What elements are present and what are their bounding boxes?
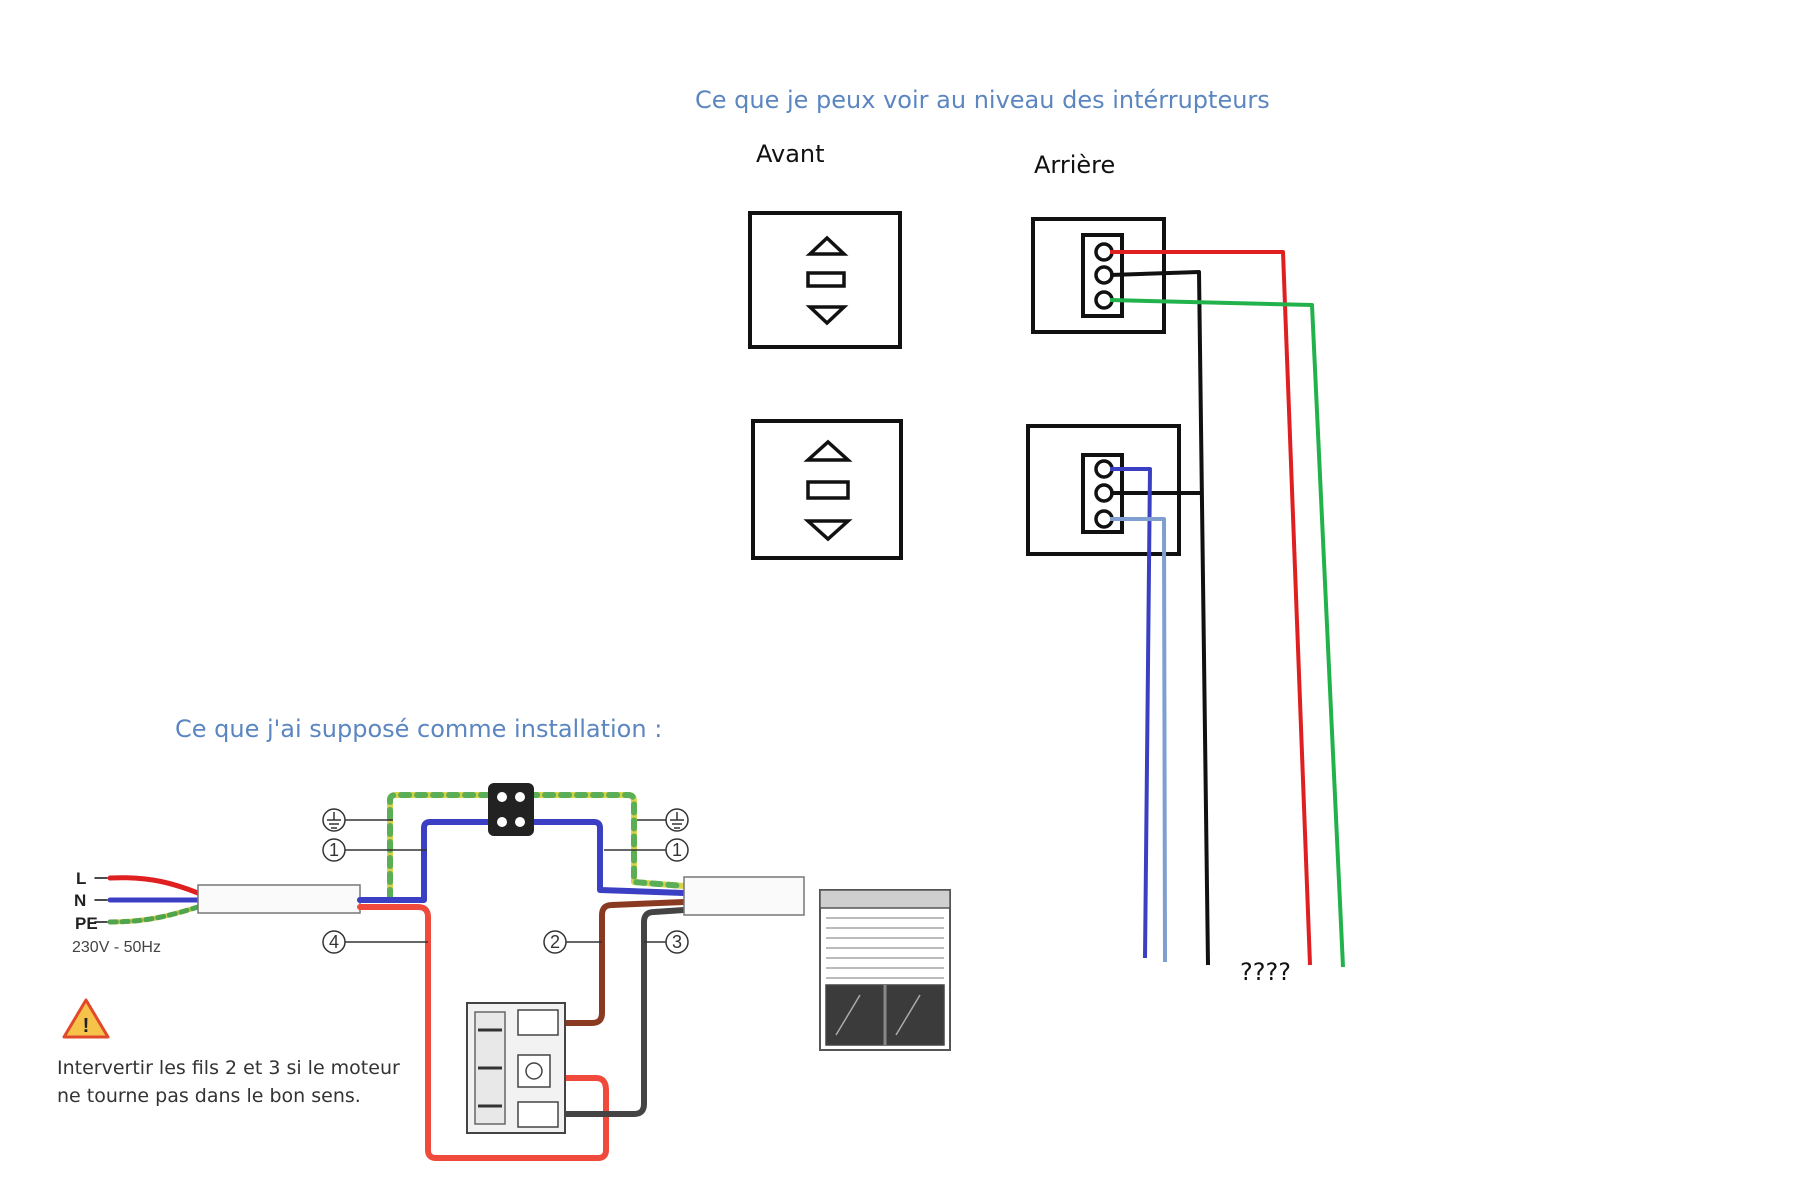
supply-wires bbox=[94, 875, 201, 925]
light-blue-wire bbox=[1110, 517, 1167, 963]
back-switch-bottom bbox=[1026, 424, 1181, 556]
callouts bbox=[345, 819, 666, 943]
arrow-down-icon bbox=[803, 519, 853, 542]
black-wire bbox=[1109, 270, 1210, 966]
svg-text:3: 3 bbox=[672, 932, 682, 952]
earth-icon bbox=[665, 808, 689, 832]
stop-icon bbox=[806, 480, 850, 500]
supply-rating: 230V - 50Hz bbox=[72, 939, 161, 956]
supply-label-pe: PE bbox=[75, 914, 98, 933]
observed-wires bbox=[1109, 250, 1345, 968]
arrow-up-icon bbox=[805, 235, 849, 256]
callout-3: 3 bbox=[665, 930, 689, 954]
motor-cable-sheath bbox=[683, 876, 805, 916]
red-wire bbox=[1110, 250, 1312, 966]
supply-label-l: L bbox=[76, 869, 86, 888]
supply-label-n: N bbox=[74, 891, 86, 910]
bottom-heading: Ce que j'ai supposé comme installation : bbox=[175, 715, 662, 743]
roller-shutter-icon bbox=[819, 889, 951, 1051]
back-label: Arrière bbox=[1034, 151, 1115, 179]
stop-icon bbox=[806, 271, 846, 288]
shutter-switch-module bbox=[466, 1002, 566, 1134]
blue-wire bbox=[1110, 467, 1152, 959]
unknown-label: ???? bbox=[1240, 958, 1291, 986]
front-switch-top bbox=[748, 211, 902, 349]
svg-text:1: 1 bbox=[329, 840, 339, 860]
green-wire bbox=[1109, 298, 1345, 968]
svg-text:!: ! bbox=[83, 1015, 90, 1037]
supply-cable-sheath bbox=[197, 884, 361, 914]
svg-text:1: 1 bbox=[672, 840, 682, 860]
front-label: Avant bbox=[756, 140, 825, 168]
note-line-1: Intervertir les fils 2 et 3 si le moteur bbox=[57, 1057, 400, 1079]
callout-1-left: 1 bbox=[322, 838, 346, 862]
earth-icon bbox=[322, 808, 346, 832]
warning-icon: ! bbox=[62, 998, 110, 1039]
svg-text:4: 4 bbox=[329, 932, 339, 952]
svg-text:2: 2 bbox=[550, 932, 560, 952]
note-line-2: ne tourne pas dans le bon sens. bbox=[57, 1085, 361, 1107]
callout-2: 2 bbox=[543, 930, 567, 954]
callout-4: 4 bbox=[322, 930, 346, 954]
callout-1-right: 1 bbox=[665, 838, 689, 862]
top-heading: Ce que je peux voir au niveau des intérr… bbox=[695, 86, 1270, 114]
arrow-up-icon bbox=[803, 439, 853, 462]
junction-box-icon bbox=[488, 783, 534, 836]
front-switch-bottom bbox=[751, 419, 903, 560]
arrow-down-icon bbox=[805, 305, 849, 326]
